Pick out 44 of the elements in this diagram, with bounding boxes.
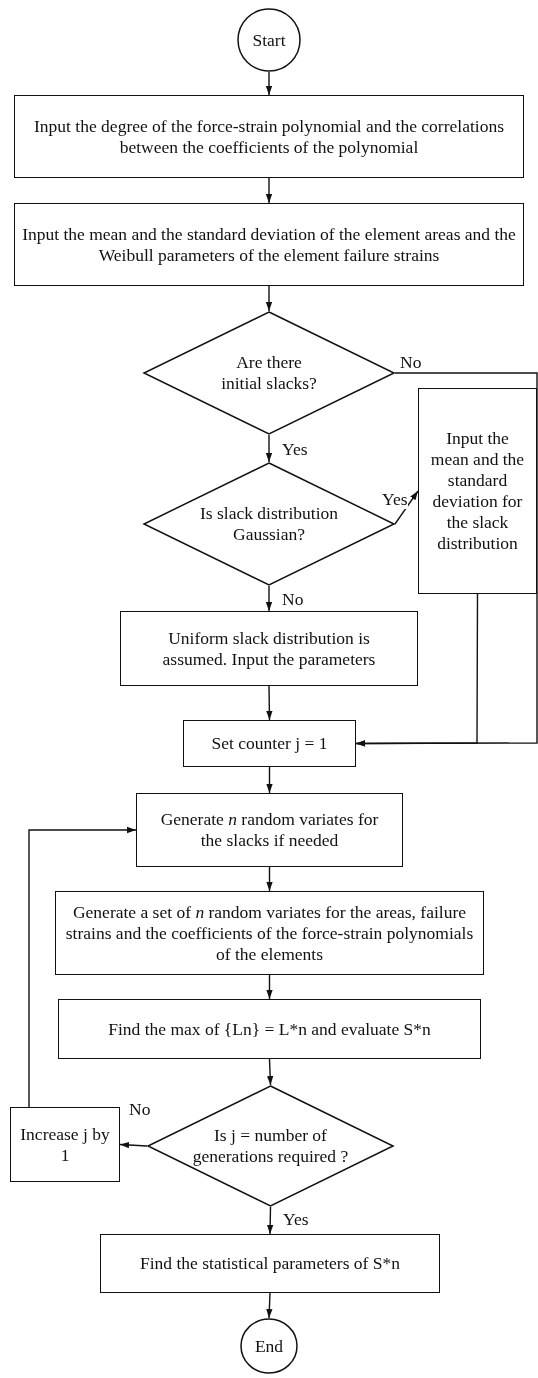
decision-text: Are there initial slacks? — [220, 352, 318, 394]
terminal-circle — [237, 8, 301, 72]
arrow — [265, 177, 273, 204]
arrow — [119, 1141, 148, 1149]
process-text: Input the mean and the standard deviation for the slack distribution — [429, 428, 526, 554]
arrow — [265, 285, 273, 312]
process-text: Generate n random variates for the slacks if needed — [159, 809, 380, 851]
process-text: Find the max of {Ln} = L*n and evaluate S*n — [107, 1018, 432, 1040]
process-box — [55, 891, 484, 975]
arrow — [266, 766, 273, 794]
process-box — [100, 1234, 440, 1293]
arrow — [266, 974, 273, 1000]
terminal-label: Start — [252, 29, 286, 51]
process-text: Uniform slack distribution is assumed. Input the parameters — [161, 627, 377, 670]
process-box — [136, 793, 403, 867]
process-box — [14, 95, 524, 178]
process-text: Find the statistical parameters of S*n — [139, 1253, 401, 1274]
process-text: Generate a set of n random variates for the areas, failure strains and the coefficients of the force-strain polynomials of the elements — [64, 901, 475, 965]
terminal-circle — [240, 1318, 298, 1374]
arrow — [265, 434, 273, 463]
decision-text: Is slack distribution Gaussian? — [198, 503, 339, 545]
terminal-label: End — [254, 1335, 284, 1357]
arrow — [267, 1058, 274, 1086]
process-text: Increase j by 1 — [20, 1123, 110, 1166]
arrow — [266, 685, 273, 721]
process-box — [10, 1107, 120, 1182]
decision-diamond — [143, 311, 395, 435]
process-box — [14, 203, 524, 286]
process-box — [58, 999, 481, 1059]
arrow — [265, 585, 273, 612]
process-text: Input the degree of the force-strain polynomial and the correlations between the coefficients of the polynomial — [33, 115, 505, 158]
arrow — [266, 866, 273, 892]
process-text: Set counter j = 1 — [210, 733, 329, 754]
decision-text: Is j = number of generations required ? — [191, 1125, 350, 1167]
process-text: Input the mean and the standard deviation of the element areas and the Weibull parameters of the element failure strains — [21, 223, 517, 266]
arrow — [394, 490, 419, 525]
arrow — [28, 826, 137, 1108]
arrow — [265, 71, 273, 96]
arrow — [266, 1292, 273, 1319]
process-box — [120, 611, 418, 686]
process-box — [183, 720, 356, 767]
arrow — [355, 593, 479, 747]
process-box — [418, 388, 537, 594]
arrow — [267, 1206, 274, 1235]
